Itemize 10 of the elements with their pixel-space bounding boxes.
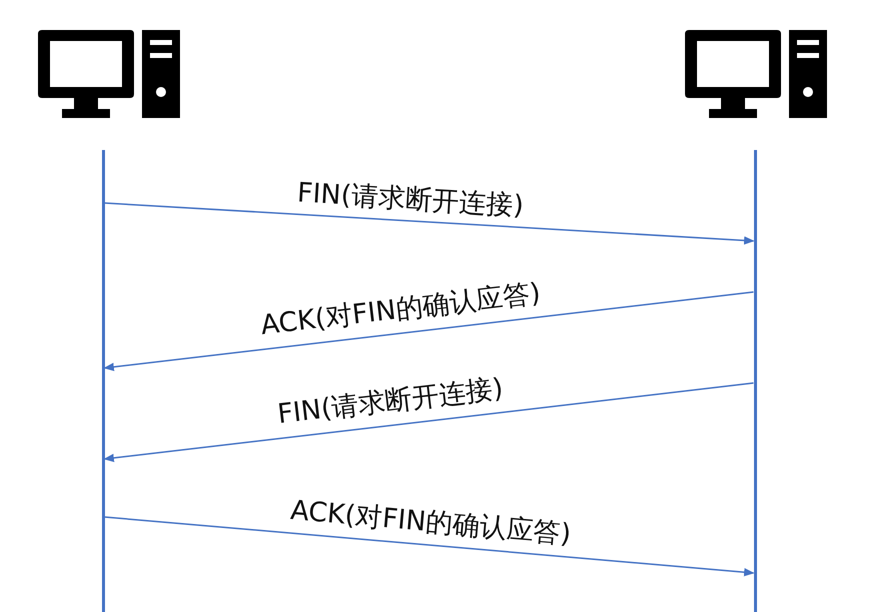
edge-label: ACK(对FIN的确认应答) bbox=[258, 278, 542, 341]
edge-label: ACK(对FIN的确认应答) bbox=[288, 496, 572, 550]
message-arrow bbox=[103, 382, 754, 462]
edge-label: FIN(请求断开连接) bbox=[276, 374, 504, 430]
lifeline bbox=[102, 150, 104, 612]
message-arrow bbox=[104, 516, 755, 576]
edge-label: FIN(请求断开连接) bbox=[296, 178, 524, 222]
message-arrow bbox=[104, 202, 755, 245]
lifeline bbox=[754, 150, 756, 612]
message-arrow bbox=[103, 291, 754, 372]
